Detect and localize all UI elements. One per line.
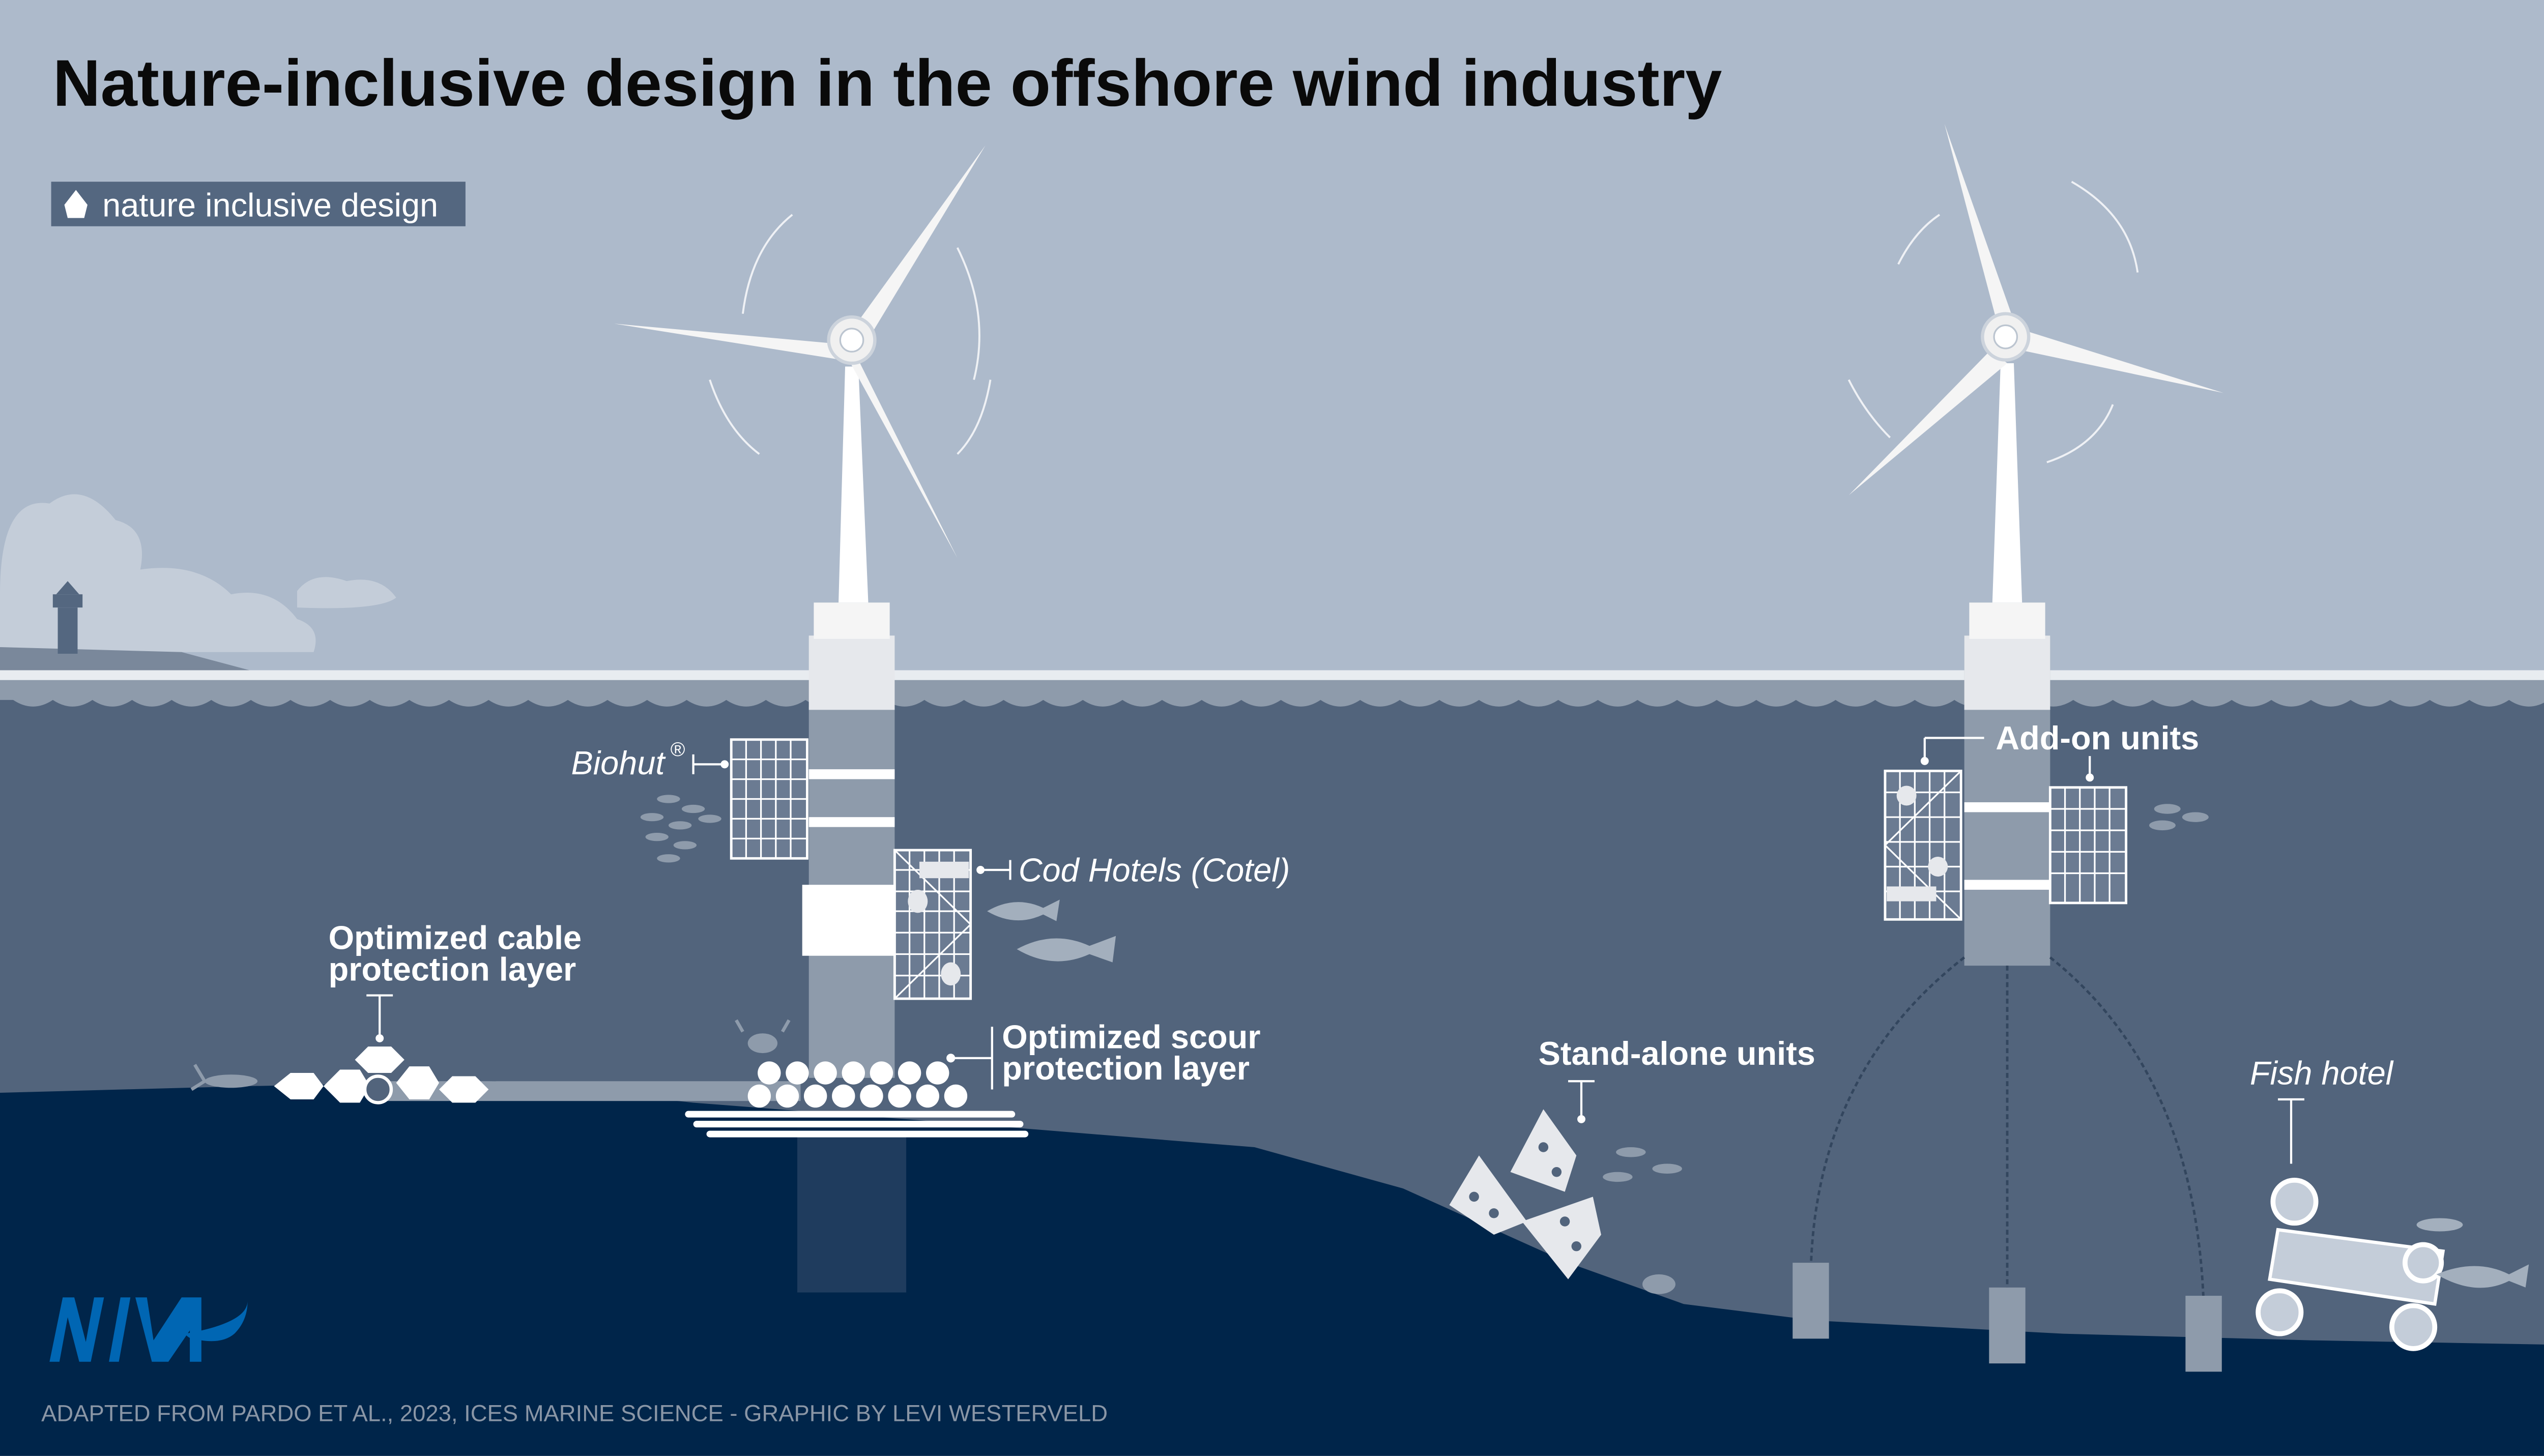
label-scour-line1: Optimized scour xyxy=(1002,1018,1260,1055)
label-add-on: Add-on units xyxy=(1996,719,2199,756)
label-cod-hotels: Cod Hotels (Cotel) xyxy=(1019,852,1290,889)
label-fish-hotel: Fish hotel xyxy=(2250,1055,2394,1092)
sea-surface xyxy=(0,670,2544,680)
fish-hotel-unit xyxy=(2256,1178,2529,1351)
crab-icon xyxy=(735,1019,791,1054)
lobster-icon xyxy=(190,1064,258,1091)
wind-turbine-right xyxy=(1793,124,2224,1372)
biohut-unit xyxy=(730,738,808,860)
fish-school xyxy=(640,795,721,863)
stand-alone-units xyxy=(1449,1109,1601,1279)
pentagon-icon xyxy=(64,190,88,218)
leader-lines xyxy=(366,737,2304,1164)
fish-small xyxy=(1603,804,2209,1182)
legend-label: nature inclusive design xyxy=(102,186,438,223)
label-cable-line2: protection layer xyxy=(329,950,576,987)
label-biohut: Biohut xyxy=(571,744,667,781)
scour-protection xyxy=(685,1061,1029,1138)
wind-turbine-left xyxy=(614,145,992,1078)
legend: nature inclusive design xyxy=(51,182,466,226)
sky xyxy=(0,0,2544,677)
label-scour-line2: protection layer xyxy=(1002,1050,1250,1087)
label-biohut-trademark: ® xyxy=(670,739,685,761)
add-on-units xyxy=(1884,769,2128,921)
lighthouse-icon xyxy=(52,581,83,654)
seabed xyxy=(0,1081,2544,1456)
crab-icon xyxy=(1642,1274,1675,1294)
cod-hotel-unit xyxy=(893,849,972,1000)
clouds xyxy=(0,494,396,652)
monopile-foundation xyxy=(797,1135,907,1293)
waves xyxy=(0,680,2544,707)
cable-protection xyxy=(274,1046,489,1104)
niva-logo xyxy=(49,1297,248,1362)
label-cable-line1: Optimized cable xyxy=(329,919,582,956)
cod-fish xyxy=(987,899,1116,963)
page-title: Nature-inclusive design in the offshore … xyxy=(53,46,1722,120)
footer-credit: ADAPTED FROM PARDO ET AL., 2023, ICES MA… xyxy=(41,1401,1108,1426)
label-stand-alone: Stand-alone units xyxy=(1539,1035,1815,1072)
